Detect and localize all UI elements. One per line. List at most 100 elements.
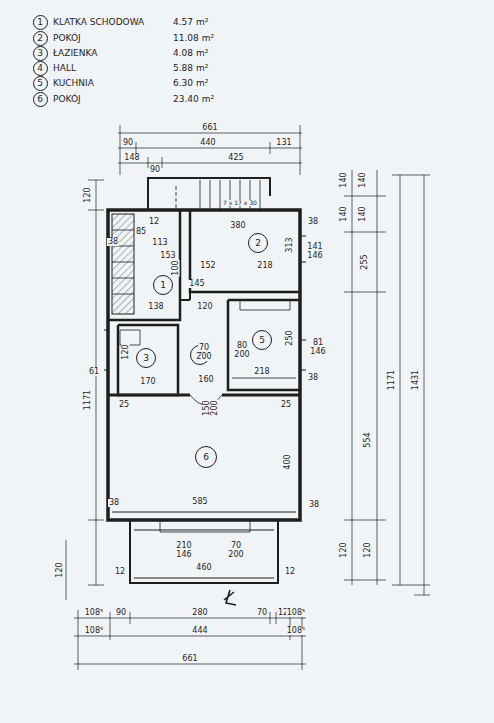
dimension-label: 38 <box>107 238 119 246</box>
dimension-label: 661 <box>181 655 198 663</box>
dimension-label: 200 <box>227 551 244 559</box>
dimension-label: 140 <box>359 205 367 222</box>
dimension-label: 141 <box>306 243 323 251</box>
dimension-label: 108⁵ <box>286 627 306 635</box>
dimension-label: 554 <box>364 431 372 448</box>
room-callout: 5 <box>33 76 48 91</box>
dimension-label: 148 <box>123 154 140 162</box>
legend-text: KLATKA SCHODOWA <box>52 18 145 27</box>
callout-number: 6 <box>203 453 209 462</box>
dimension-label: 7 x 17 x 30 <box>222 200 258 206</box>
dimension-label: 313 <box>286 236 294 253</box>
room-callout: 3 <box>136 348 156 368</box>
dimension-label: 1431 <box>412 369 420 391</box>
dimension-label: 444 <box>191 627 208 635</box>
callout-number: 3 <box>143 354 149 363</box>
dimension-label: 25 <box>280 401 292 409</box>
dimension-label: 113 <box>151 239 168 247</box>
legend-text: 6.30 m² <box>172 79 209 88</box>
dimension-label: 140 <box>340 171 348 188</box>
legend-text: 11.08 m² <box>172 34 215 43</box>
callout-number: 5 <box>259 336 265 345</box>
dimension-label: 38 <box>307 374 319 382</box>
dimension-label: 61 <box>88 368 100 376</box>
dimension-label: 25 <box>118 401 130 409</box>
legend-text: KUCHNIA <box>52 79 95 88</box>
callout-number: 5 <box>37 79 43 88</box>
callout-number: 6 <box>37 95 43 104</box>
dimension-label: 120 <box>122 343 130 360</box>
callout-number: 1 <box>160 281 166 290</box>
dimension-label: 170 <box>139 378 156 386</box>
dimension-label: 280 <box>191 609 208 617</box>
dimension-label: 140 <box>340 205 348 222</box>
dimension-label: 200 <box>195 353 212 361</box>
dimension-label: 440 <box>199 139 216 147</box>
dimension-label: 81 <box>312 339 324 347</box>
dimension-label: 585 <box>191 498 208 506</box>
room-callout: 5 <box>252 330 272 350</box>
dimension-label: 108⁵ <box>84 627 104 635</box>
dimension-label: 38 <box>108 499 120 507</box>
dimension-label: 255 <box>361 253 369 270</box>
dimension-label: 108⁵ <box>286 609 306 617</box>
callout-number: 2 <box>37 34 43 43</box>
dimension-label: 90 <box>122 139 134 147</box>
legend-text: 23.40 m² <box>172 95 215 104</box>
dimension-label: 152 <box>199 262 216 270</box>
dimension-label: 200 <box>233 351 250 359</box>
dimension-label: 12 <box>148 218 160 226</box>
callout-number: 4 <box>37 64 43 73</box>
dimension-label: 160 <box>197 376 214 384</box>
dimension-label: 400 <box>284 453 292 470</box>
dimension-label: 210 <box>175 542 192 550</box>
dimension-label: 108⁵ <box>84 609 104 617</box>
dimension-label: 145 <box>188 280 205 288</box>
dimension-label: 425 <box>227 154 244 162</box>
room-callout: 2 <box>248 233 268 253</box>
dimension-label: 90 <box>115 609 127 617</box>
dimension-label: 1171 <box>388 369 396 391</box>
legend-text: POKÓJ <box>52 95 82 104</box>
dimension-label: 70 <box>198 344 210 352</box>
dimension-label: 380 <box>229 222 246 230</box>
dimension-label: 85 <box>135 228 147 236</box>
legend-text: ŁAZIENKA <box>52 49 98 58</box>
legend-text: 4.08 m² <box>172 49 209 58</box>
callout-number: 3 <box>37 49 43 58</box>
dimension-label: 38 <box>308 501 320 509</box>
room-callout: 4 <box>33 61 48 76</box>
room-callout: 6 <box>195 446 217 468</box>
dimension-label: 140 <box>359 171 367 188</box>
legend-text: 4.57 m² <box>172 18 209 27</box>
room-callout: 1 <box>33 15 48 30</box>
dimension-label: 218 <box>256 262 273 270</box>
dimension-label: 120 <box>340 541 348 558</box>
dimension-label: 12 <box>284 568 296 576</box>
dimension-label: 661 <box>201 124 218 132</box>
dimension-label: 250 <box>286 329 294 346</box>
dimension-label: 38 <box>307 218 319 226</box>
dimension-label: 218 <box>253 368 270 376</box>
dimension-label: 460 <box>195 564 212 572</box>
legend-text: HALL <box>52 64 77 73</box>
dimension-label: 120 <box>364 541 372 558</box>
dimension-label: 120 <box>56 561 64 578</box>
room-callout: 1 <box>153 275 173 295</box>
room-callout: 6 <box>33 92 48 107</box>
legend-text: POKÓJ <box>52 34 82 43</box>
room-callout: 2 <box>33 31 48 46</box>
legend-text: 5.88 m² <box>172 64 209 73</box>
dimension-label: 100 <box>172 259 180 276</box>
room-callout: 3 <box>33 46 48 61</box>
dimension-label: 12 <box>114 568 126 576</box>
callout-number: 1 <box>37 18 43 27</box>
callout-number: 2 <box>255 239 261 248</box>
dimension-label: 90 <box>149 166 161 174</box>
dimension-label: 70 <box>256 609 268 617</box>
dimension-label: 146 <box>309 348 326 356</box>
dimension-label: 146 <box>306 252 323 260</box>
dimension-label: 146 <box>175 551 192 559</box>
